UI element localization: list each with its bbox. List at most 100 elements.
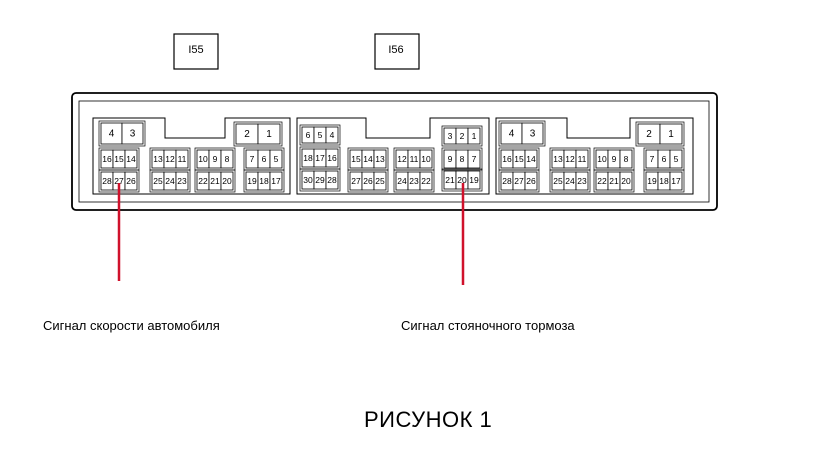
pin-cell <box>659 123 683 145</box>
pin-group-frame <box>498 120 546 147</box>
pin-number: 15 <box>114 154 124 164</box>
connector-id-i56: I56 <box>388 44 403 56</box>
pin-number: 6 <box>262 154 267 164</box>
pin-number: 5 <box>274 154 279 164</box>
pin-number: 8 <box>624 154 629 164</box>
pin-number: 28 <box>327 175 337 185</box>
pin-cell <box>524 171 538 191</box>
pin-cell <box>373 171 387 191</box>
parking-brake-signal-label: Сигнал стояночного тормоза <box>401 318 575 333</box>
speed-signal-label: Сигнал скорости автомобиля <box>43 318 220 333</box>
pin-number: 6 <box>306 130 311 140</box>
pin-number: 15 <box>514 154 524 164</box>
block-i56-left-outline <box>296 117 490 195</box>
pin-cell <box>325 148 339 168</box>
pin-group-frame <box>549 169 591 193</box>
pin-number: 25 <box>553 176 563 186</box>
pin-cell <box>220 171 234 191</box>
pin-cell <box>575 149 589 169</box>
pin-number: 4 <box>109 129 115 140</box>
pin-number: 19 <box>247 176 257 186</box>
pin-number: 27 <box>351 176 361 186</box>
pin-number: 14 <box>363 154 373 164</box>
pin-number: 19 <box>469 175 479 185</box>
pin-number: 29 <box>315 175 325 185</box>
pin-number: 9 <box>213 154 218 164</box>
pin-number: 22 <box>421 176 431 186</box>
pin-cell <box>419 171 433 191</box>
pin-cell <box>257 123 281 145</box>
pin-number: 1 <box>472 131 477 141</box>
pin-number: 27 <box>514 176 524 186</box>
pin-group-frame <box>149 169 191 193</box>
pin-number: 1 <box>668 129 674 140</box>
pin-number: 13 <box>553 154 563 164</box>
pin-number: 19 <box>647 176 657 186</box>
figure-caption: РИСУНОК 1 <box>364 407 493 432</box>
pin-number: 20 <box>457 175 467 185</box>
pin-group-frame <box>635 121 685 147</box>
pin-number: 11 <box>178 154 187 164</box>
pin-number: 26 <box>526 176 536 186</box>
pin-number: 22 <box>198 176 208 186</box>
connector-id-i55: I55 <box>188 44 203 56</box>
pin-number: 3 <box>448 131 453 141</box>
pin-number: 17 <box>671 176 681 186</box>
pin-number: 5 <box>674 154 679 164</box>
pin-number: 10 <box>198 154 208 164</box>
pin-number: 17 <box>315 153 325 163</box>
pin-cell <box>175 171 189 191</box>
pin-number: 8 <box>225 154 230 164</box>
pin-number: 24 <box>397 176 407 186</box>
pin-number: 30 <box>303 175 313 185</box>
pin-number: 16 <box>502 154 512 164</box>
pin-cell <box>669 149 683 169</box>
pin-number: 4 <box>330 130 335 140</box>
pin-number: 16 <box>327 153 337 163</box>
pin-number: 13 <box>153 154 163 164</box>
pin-cell <box>524 149 538 169</box>
pin-number: 12 <box>565 154 575 164</box>
pin-cell <box>669 171 683 191</box>
pin-number: 20 <box>621 176 631 186</box>
pin-number: 2 <box>646 129 652 140</box>
pin-number: 23 <box>409 176 419 186</box>
pin-number: 1 <box>266 129 272 140</box>
pin-number: 14 <box>526 154 536 164</box>
pin-number: 22 <box>597 176 607 186</box>
block-i56-right-outline <box>495 117 694 195</box>
connector-id-box-i55 <box>173 33 219 70</box>
pin-cell <box>419 149 433 169</box>
pin-group-frame <box>441 125 483 147</box>
connector-inner-frame <box>78 100 710 203</box>
pin-number: 15 <box>351 154 361 164</box>
pin-number: 24 <box>565 176 575 186</box>
pin-group-frame <box>98 120 146 147</box>
pin-number: 4 <box>509 129 515 140</box>
pin-group-frame <box>498 169 540 193</box>
pin-group-frame <box>393 169 435 193</box>
pin-cell <box>124 171 138 191</box>
pin-number: 10 <box>597 154 607 164</box>
